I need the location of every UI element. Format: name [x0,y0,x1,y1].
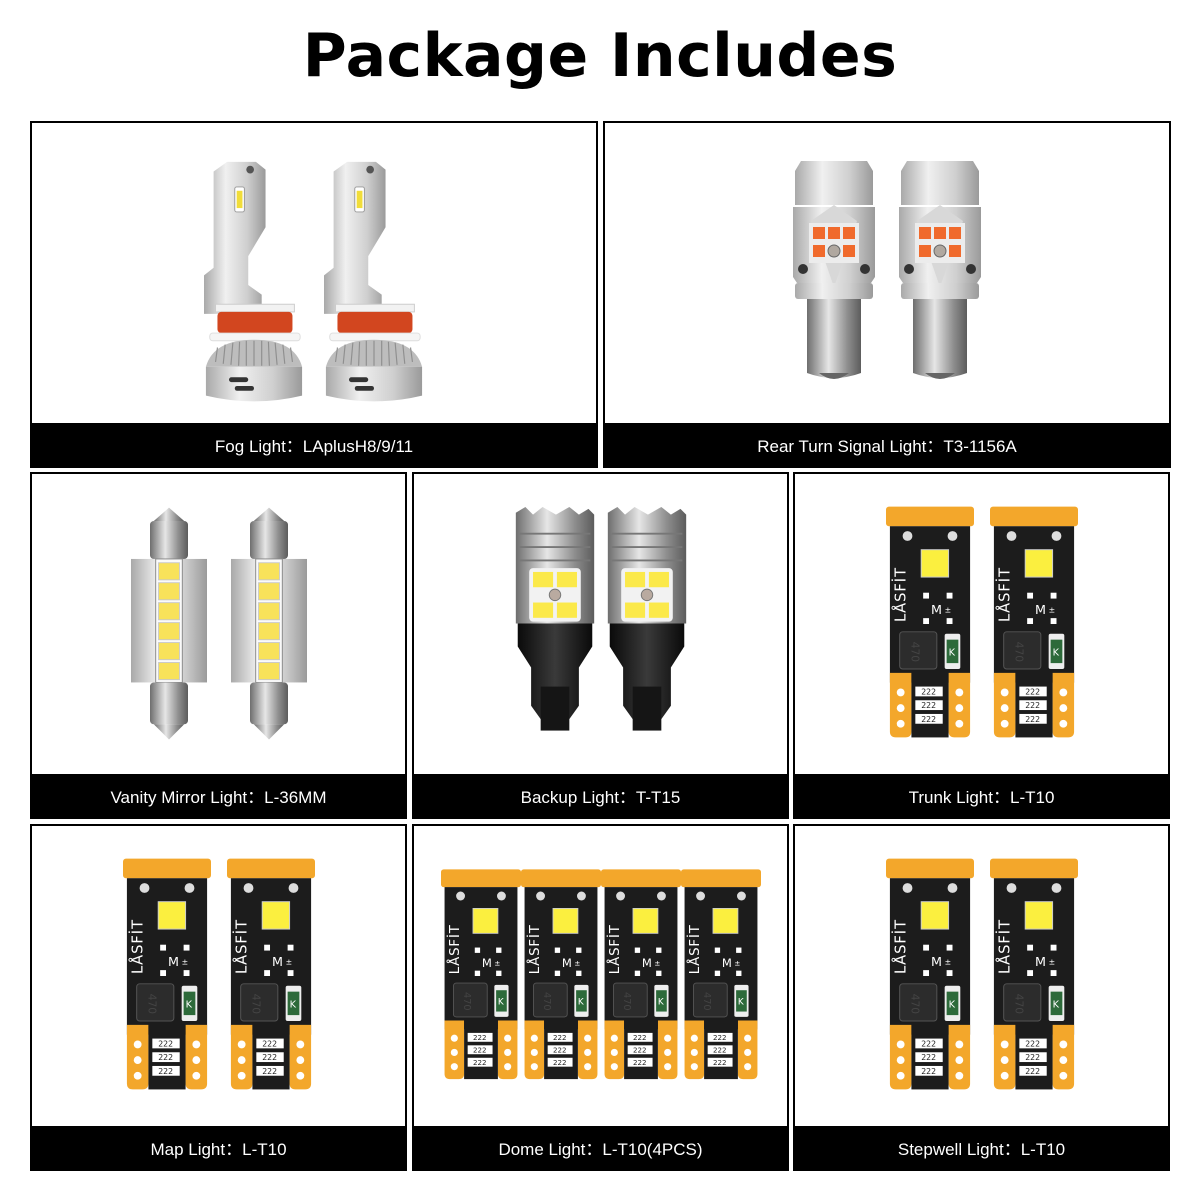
product-caption: Fog Light：LAplusH8/9/11 [32,423,596,466]
product-image-backup-light [414,474,787,774]
product-caption: Trunk Light：L-T10 [795,774,1168,817]
product-image-stepwell-light [795,826,1168,1126]
product-card-backup-light: Backup Light：T-T15 [412,472,789,819]
t10-pcb-icon [990,858,1078,1094]
product-card-fog-light: Fog Light：LAplusH8/9/11 [30,121,598,468]
product-caption: Map Light：L-T10 [32,1126,405,1169]
t10-pcb-icon [601,858,681,1094]
amber-bulb-icon [894,157,986,397]
t10-pcb-icon [886,858,974,1094]
product-image-trunk-light [795,474,1168,774]
festoon-bulb-icon [131,502,207,747]
product-caption: Vanity Mirror Light：L-36MM [32,774,405,817]
product-image-dome-light [414,826,787,1126]
page-title: Package Includes [302,21,898,91]
product-image-map-light [32,826,405,1126]
product-caption: Rear Turn Signal Light：T3-1156A [605,423,1169,466]
t10-pcb-icon [123,858,211,1094]
product-caption: Stepwell Light：L-T10 [795,1126,1168,1169]
product-card-dome-light: Dome Light：L-T10(4PCS) [412,824,789,1171]
product-card-stepwell-light: Stepwell Light：L-T10 [793,824,1170,1171]
product-image-vanity-mirror [32,474,405,774]
t10-pcb-icon [886,506,974,742]
product-image-fog-light [32,123,596,423]
product-image-rear-turn-signal [605,123,1169,423]
product-card-trunk-light: Trunk Light：L-T10 [793,472,1170,819]
product-card-rear-turn-signal: Rear Turn Signal Light：T3-1156A [603,121,1171,468]
festoon-bulb-icon [231,502,307,747]
t15-bulb-icon [604,502,690,747]
product-caption: Dome Light：L-T10(4PCS) [414,1126,787,1169]
amber-bulb-icon [788,157,880,397]
t10-pcb-icon [227,858,315,1094]
product-card-map-light: Map Light：L-T10 [30,824,407,1171]
t10-pcb-icon [990,506,1078,742]
t10-pcb-icon [681,858,761,1094]
t10-pcb-icon [521,858,601,1094]
fog-bulb-icon [194,160,314,410]
fog-bulb-icon [314,160,434,410]
product-caption: Backup Light：T-T15 [414,774,787,817]
product-card-vanity-mirror: Vanity Mirror Light：L-36MM [30,472,407,819]
t15-bulb-icon [512,502,598,747]
t10-pcb-icon [441,858,521,1094]
